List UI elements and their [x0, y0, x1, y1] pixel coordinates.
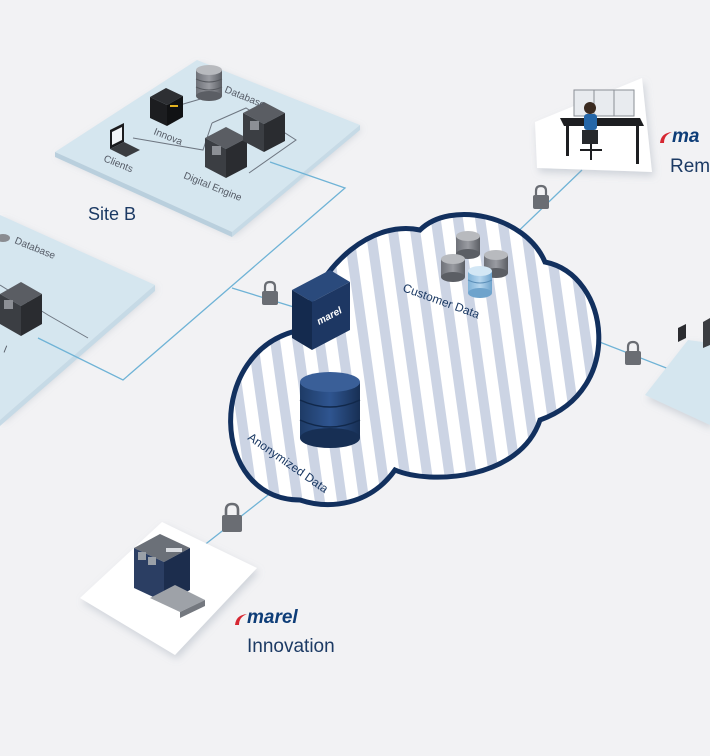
site-b-laptop-icon — [110, 123, 140, 157]
site-a-cut-label: l — [2, 345, 8, 356]
padlock-icon — [222, 502, 242, 532]
site-a-machine-icon — [0, 282, 42, 336]
marel-swoosh-icon — [235, 614, 247, 625]
remote-label: Rem — [670, 156, 710, 177]
innovation-brand-logo: marel — [233, 607, 333, 631]
padlock-icon — [533, 184, 549, 209]
gateway-server-icon: marel — [292, 270, 350, 350]
right-site-laptop-icon — [678, 318, 710, 348]
site-b-digital-engine-machine-icon — [205, 102, 285, 178]
operator-workstation-icon — [560, 89, 644, 164]
customer-data-database-icon — [441, 231, 508, 298]
remote-brand-text: ma — [672, 126, 700, 147]
innovation-label: Innovation — [247, 636, 335, 657]
site-a-database-icon — [0, 234, 10, 242]
right-site-platform — [645, 340, 710, 425]
innovation-equipment-icon — [134, 534, 205, 618]
remote-brand-logo: ma — [658, 126, 710, 150]
anonymized-data-database-icon — [299, 372, 361, 448]
site-b-innova-server-icon — [150, 88, 183, 126]
site-b-database-icon — [195, 65, 223, 101]
padlock-icon — [625, 340, 641, 365]
innovation-brand-text: marel — [247, 607, 298, 628]
site-b-link — [37, 161, 347, 381]
marel-swoosh-icon — [660, 132, 672, 143]
padlock-icon — [262, 280, 278, 305]
site-b-title: Site B — [88, 204, 137, 224]
site-a-platform — [0, 215, 155, 426]
